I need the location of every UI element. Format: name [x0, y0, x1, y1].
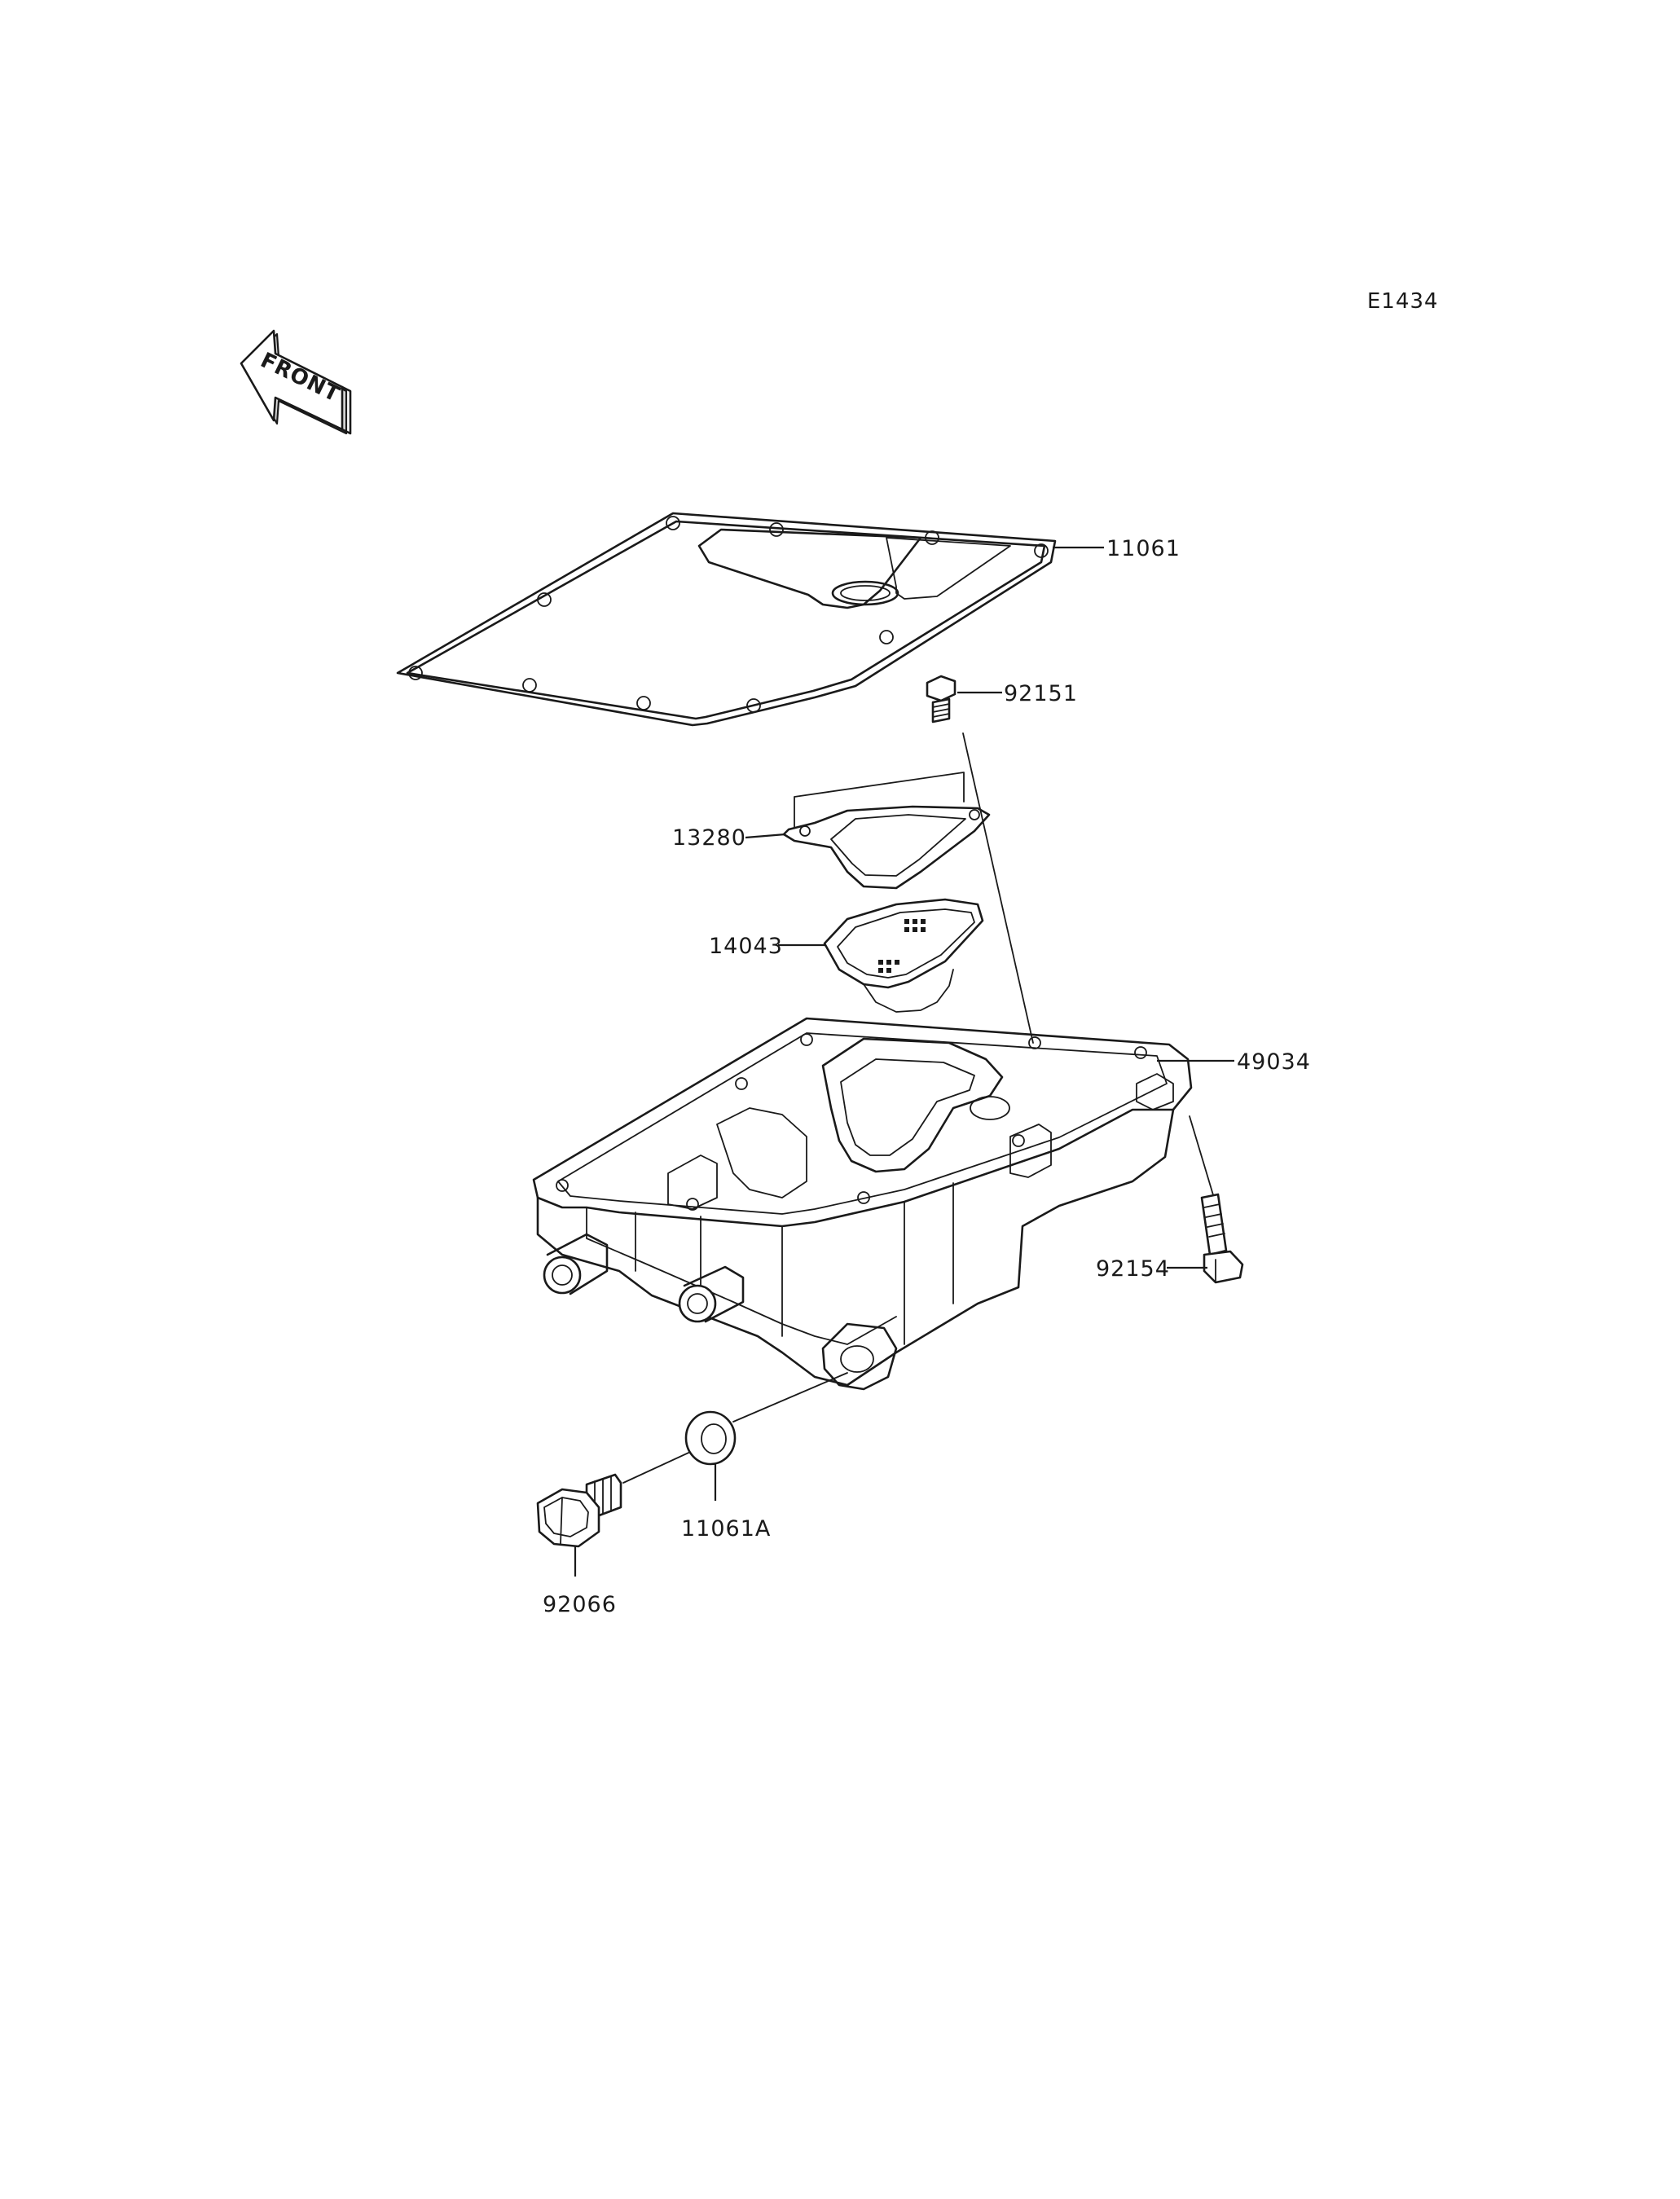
part-label-gasket: 11061: [1106, 536, 1181, 561]
oil-pan: [532, 1017, 1193, 1391]
front-arrow-icon: FRONT: [240, 329, 352, 435]
gasket: [396, 512, 1057, 727]
part-label-washer: 11061A: [681, 1516, 771, 1541]
washer: [684, 1410, 737, 1466]
part-label-strainer: 14043: [709, 934, 783, 959]
oil-strainer: [823, 898, 984, 1013]
part-label-bolt-top: 92151: [1004, 681, 1078, 706]
part-label-strainer-cover: 13280: [672, 825, 746, 851]
bolt-top: [926, 675, 957, 723]
bolt-side: [1200, 1193, 1244, 1284]
drain-plug: [536, 1473, 622, 1548]
part-label-drain-plug: 92066: [543, 1592, 617, 1617]
strainer-cover: [782, 772, 991, 890]
part-label-oil-pan: 49034: [1237, 1049, 1311, 1075]
part-label-bolt-side: 92154: [1096, 1256, 1170, 1282]
diagram-code: E1434: [1367, 289, 1439, 314]
